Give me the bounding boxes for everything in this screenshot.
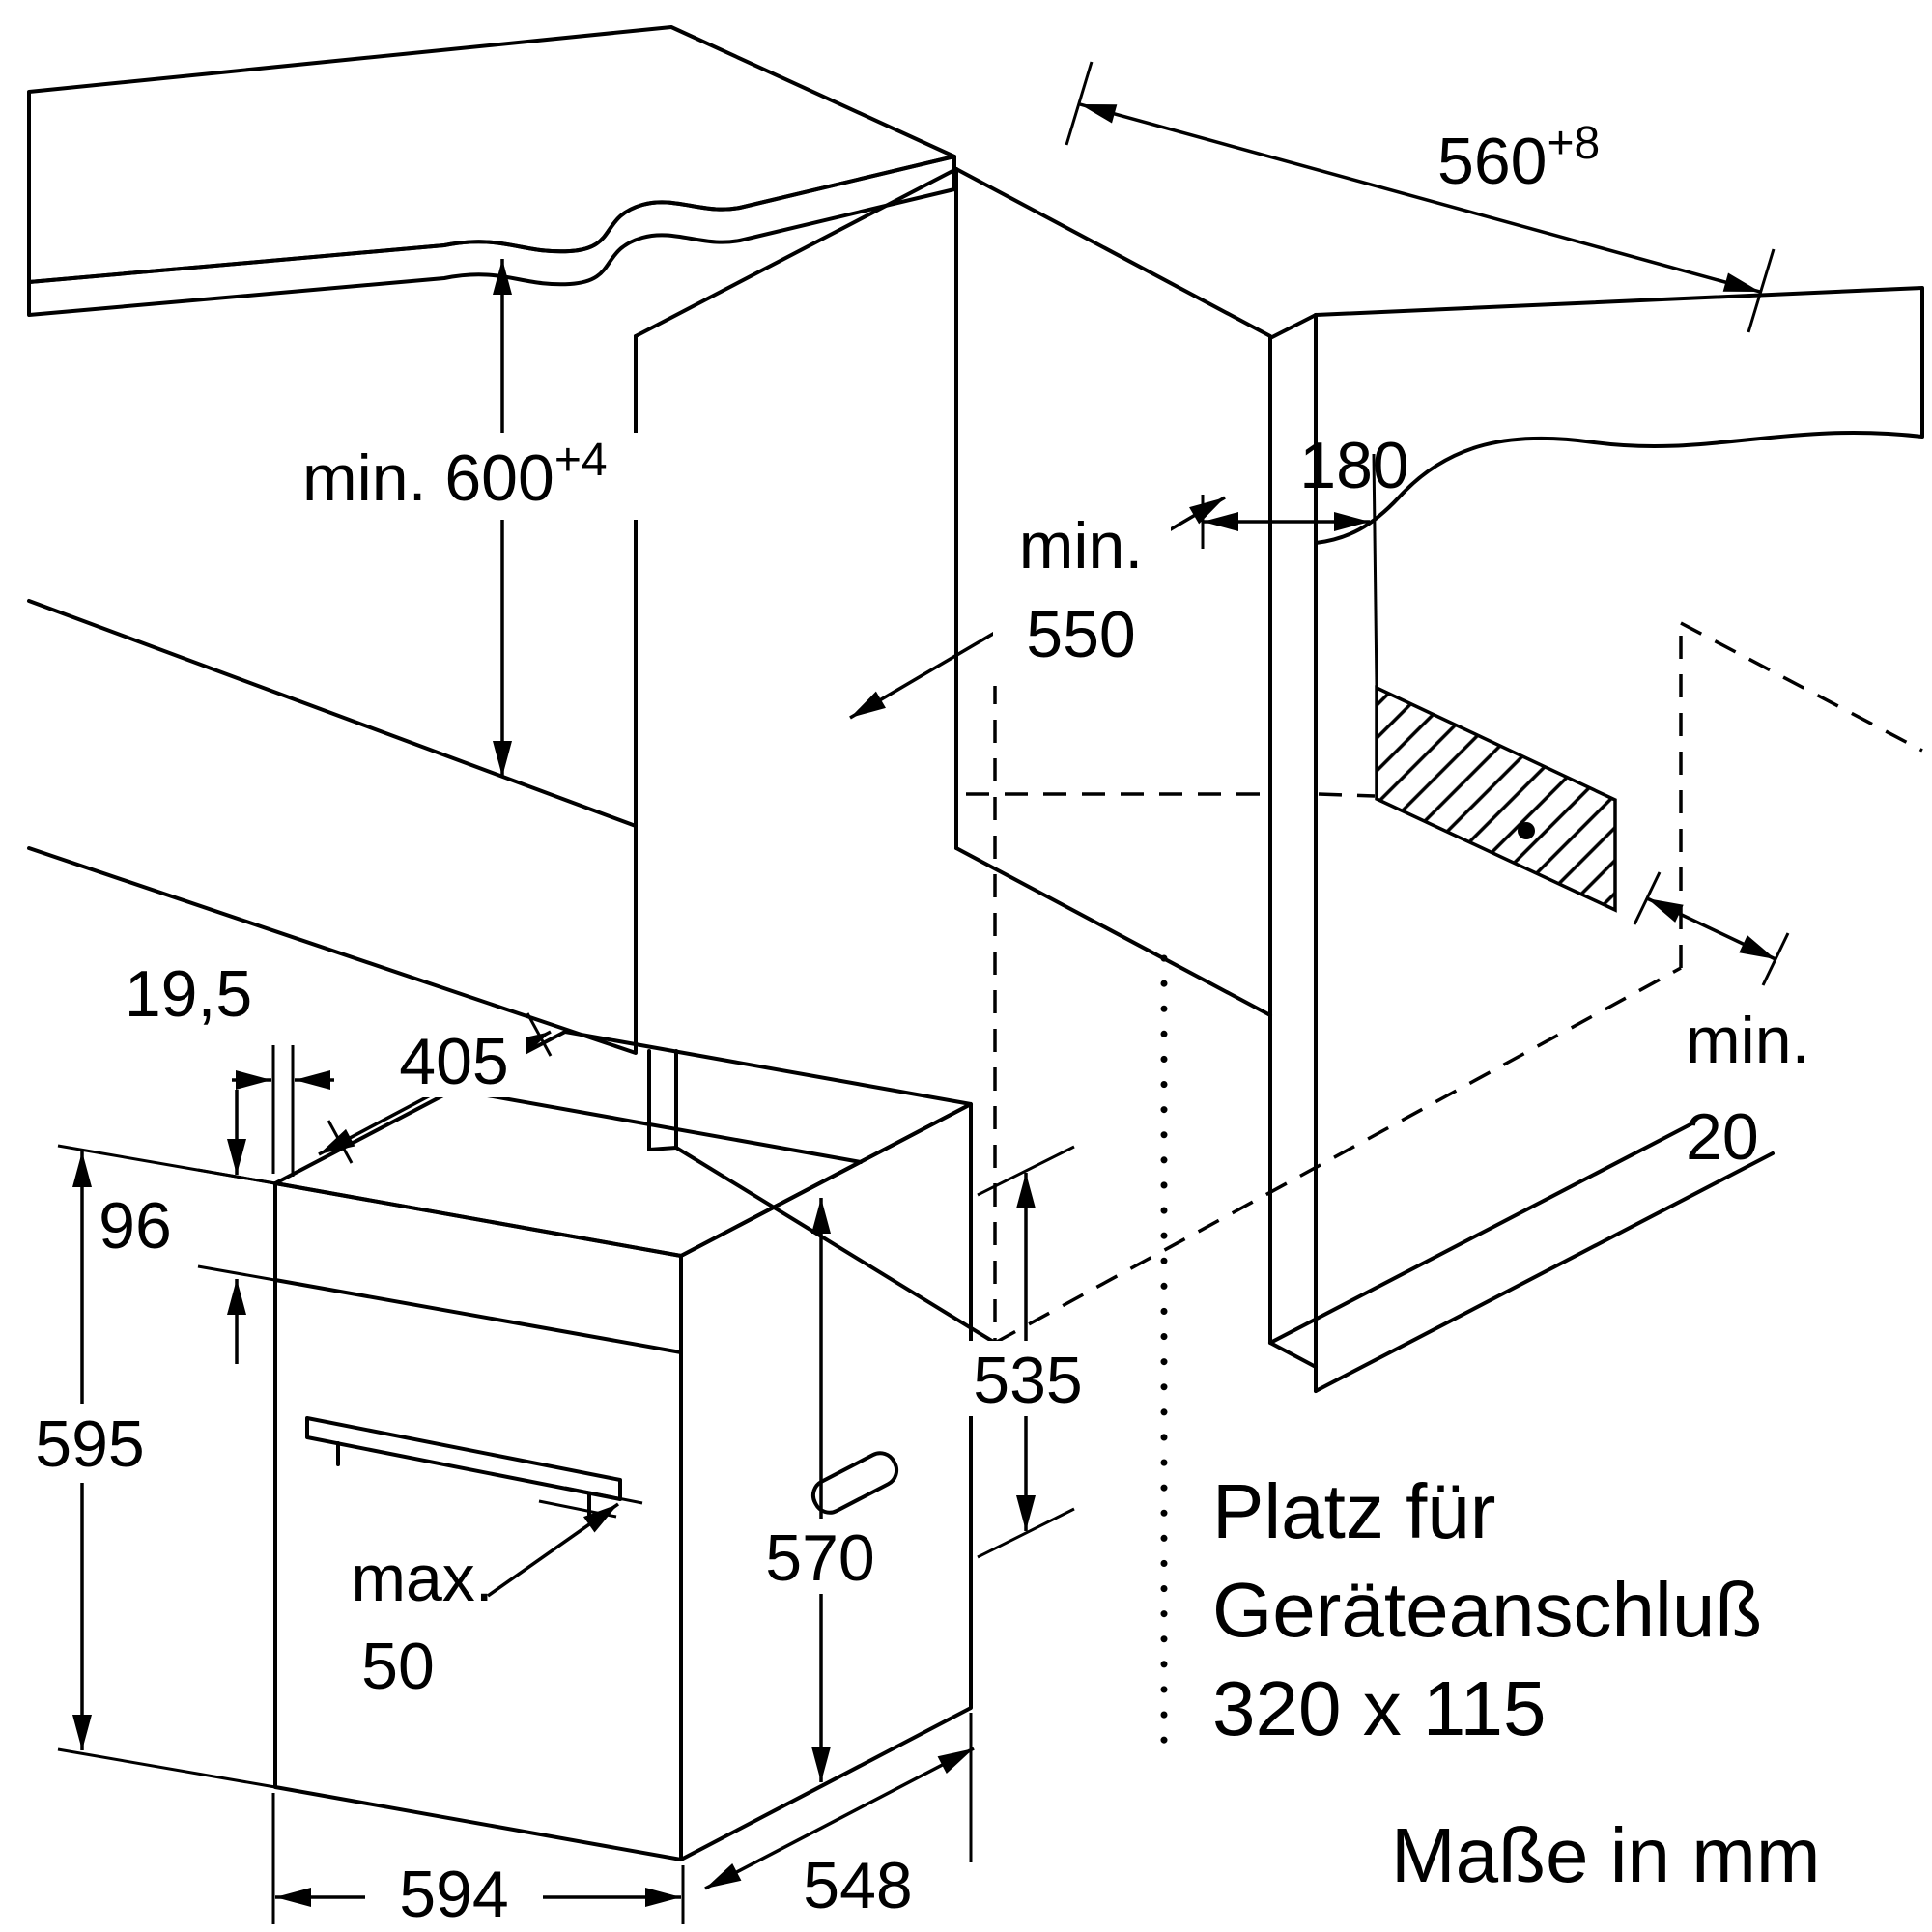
note-connection-line2: Geräteanschluß bbox=[1212, 1567, 1762, 1653]
niche-width-tolerance: +8 bbox=[1547, 118, 1600, 169]
label-mask bbox=[945, 1341, 1111, 1416]
plinth-floor-line bbox=[674, 1146, 997, 1345]
ext-tick-left bbox=[1065, 61, 1094, 146]
side-wall-floor-outer bbox=[1314, 1151, 1775, 1393]
connection-area bbox=[1372, 453, 1617, 913]
dim-niche-height: min. 600+4 bbox=[290, 259, 649, 777]
countertop-surface bbox=[27, 25, 956, 284]
dim-connection-offset: 180 bbox=[1201, 429, 1409, 549]
ext-line-bottom bbox=[977, 1507, 1075, 1559]
dim-label-body-depth: 548 bbox=[803, 1849, 912, 1922]
dim-label-rear-gap-value: 20 bbox=[1686, 1100, 1759, 1174]
note-connection-line1: Platz für bbox=[1212, 1468, 1495, 1554]
plinth-bottom bbox=[647, 1146, 678, 1151]
dim-niche-depth: min. 550 bbox=[849, 496, 1226, 720]
label-mask bbox=[737, 1519, 903, 1594]
dim-body-depth: 548 bbox=[704, 1713, 975, 1922]
label-mask bbox=[15, 1404, 166, 1483]
dim-body-height: 570 bbox=[737, 1198, 903, 1782]
dim-label-rear-gap-min: min. bbox=[1686, 1004, 1809, 1077]
dim-label-niche-depth-min: min. bbox=[1019, 509, 1143, 582]
niche-height-tolerance: +4 bbox=[554, 435, 608, 486]
niche-floor-extension-line bbox=[27, 599, 638, 828]
units-note: Maße in mm bbox=[1391, 1812, 1821, 1898]
ext-line-bottom bbox=[57, 1747, 276, 1789]
label-mask bbox=[290, 433, 649, 520]
leader-arrow bbox=[486, 1502, 620, 1598]
label-mask bbox=[993, 504, 1171, 686]
label-mask bbox=[365, 1853, 543, 1928]
dim-rear-height: 535 bbox=[945, 1145, 1111, 1559]
ext-line-top bbox=[977, 1145, 1075, 1197]
ext-tick-right bbox=[1747, 248, 1776, 333]
side-wall-bottom-edge bbox=[1268, 1341, 1318, 1369]
niche-width-value: 560 bbox=[1437, 125, 1547, 198]
dim-label-rear-height: 535 bbox=[973, 1344, 1082, 1417]
ext-line-bottom bbox=[197, 1264, 281, 1283]
hidden-edge-4 bbox=[994, 966, 1682, 1345]
dim-label-top-depth: 405 bbox=[399, 1025, 508, 1098]
oven-front-face bbox=[273, 1181, 683, 1861]
dim-label-niche-width: 560+8 bbox=[1437, 118, 1600, 198]
niche-bottom-front-edge bbox=[954, 846, 1272, 1017]
ext-line-top bbox=[57, 1144, 276, 1185]
torn-counter-strip bbox=[1314, 286, 1924, 545]
dim-handle-depth: max. 50 bbox=[351, 1486, 643, 1703]
dim-label-door-gap: 19,5 bbox=[125, 957, 252, 1031]
countertop bbox=[27, 25, 956, 317]
dim-line-548 bbox=[704, 1747, 975, 1890]
dim-top-depth: 405 bbox=[318, 1012, 553, 1164]
column-top-edge bbox=[634, 167, 958, 338]
dim-label-body-height: 570 bbox=[765, 1521, 874, 1595]
dim-label-panel-height: 96 bbox=[99, 1189, 172, 1263]
dim-front-height: 595 bbox=[15, 1144, 276, 1789]
dim-line-20 bbox=[1646, 896, 1776, 961]
niche-height-value: min. 600 bbox=[302, 441, 554, 515]
connection-point-dot bbox=[1518, 822, 1535, 839]
floor-line bbox=[27, 846, 638, 1055]
dim-rear-gap: min. 20 bbox=[1633, 871, 1809, 1174]
connection-note: Platz für Geräteanschluß 320 x 115 bbox=[1212, 1468, 1762, 1751]
ext-tick-door bbox=[564, 1486, 643, 1505]
dim-niche-width: 560+8 bbox=[1065, 61, 1776, 333]
dim-label-handle-value: 50 bbox=[361, 1630, 435, 1703]
dim-label-180: 180 bbox=[1299, 429, 1408, 502]
dim-line-560 bbox=[1079, 102, 1761, 294]
dim-label-niche-height: min. 600+4 bbox=[302, 435, 608, 515]
dim-front-width: 594 bbox=[271, 1793, 685, 1931]
niche-right-wall bbox=[1268, 286, 1924, 1393]
connection-hatched-area bbox=[1375, 685, 1617, 913]
dim-label-handle-max: max. bbox=[351, 1542, 493, 1615]
side-wall-top-edge bbox=[1268, 313, 1318, 340]
dim-label-niche-depth-value: 550 bbox=[1026, 598, 1135, 671]
note-connection-line3: 320 x 115 bbox=[1212, 1665, 1546, 1751]
dim-label-front-height: 595 bbox=[35, 1407, 144, 1481]
hidden-edge-6 bbox=[1680, 621, 1923, 753]
dim-label-front-width: 594 bbox=[399, 1858, 508, 1931]
connection-locator-line bbox=[1372, 453, 1378, 689]
label-mask bbox=[382, 1030, 526, 1097]
side-wall-floor-inner bbox=[1268, 1122, 1692, 1345]
hidden-edge-3 bbox=[1318, 792, 1376, 798]
control-panel-seam bbox=[273, 1278, 683, 1354]
